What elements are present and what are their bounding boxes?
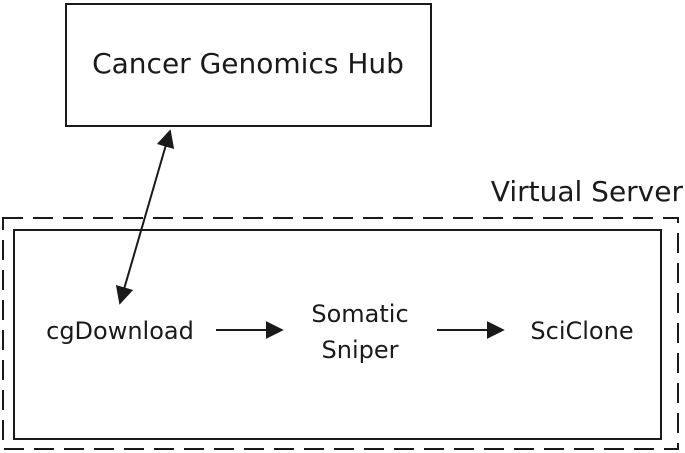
virtual-server-dashed-border xyxy=(2,217,679,450)
virtual-server-label: Virtual Server xyxy=(491,175,684,208)
somatic-sniper-label-line2: Sniper xyxy=(322,336,399,364)
sciclone-label: SciClone xyxy=(530,317,633,345)
hub-cgdownload-bidirectional-arrow xyxy=(115,129,175,305)
cancer-genomics-hub-node: Cancer Genomics Hub xyxy=(65,3,432,127)
cancer-genomics-hub-box xyxy=(65,3,432,127)
cgdownload-label: cgDownload xyxy=(46,317,194,345)
cancer-genomics-hub-label: Cancer Genomics Hub xyxy=(92,47,404,80)
somatic-sniper-label-line1: Somatic xyxy=(311,300,408,328)
somatic-sniper-node: Somatic Sniper xyxy=(311,300,408,364)
